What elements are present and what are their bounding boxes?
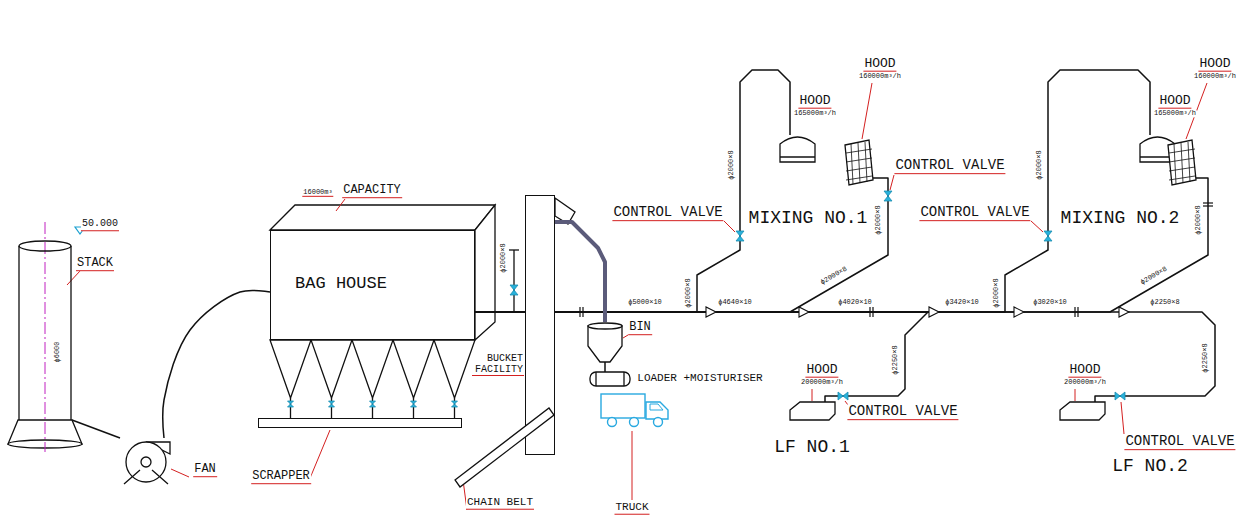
capacity-label: CAPACITY — [342, 184, 402, 198]
flow-rate: 160000m³/h — [858, 73, 902, 80]
equipment-label: BIN — [628, 321, 652, 335]
pipe-size: ϕ2000×8 — [819, 265, 850, 287]
equipment-label: CHAIN BELT — [466, 497, 534, 510]
leader-lines — [67, 83, 1207, 510]
duct-line — [475, 312, 1215, 402]
equipment-name: BAG HOUSE — [294, 275, 388, 293]
elevation: 50.000 — [81, 219, 119, 231]
hood-label: HOOD — [1068, 363, 1101, 378]
center-line — [45, 222, 46, 452]
flow-rate: 165000m³/h — [793, 110, 837, 117]
duct-line — [163, 290, 270, 438]
valve-label: CONTROL VALVE — [919, 205, 1030, 221]
hood-outline — [780, 135, 815, 162]
duct-line — [604, 362, 606, 372]
stack: STACK — [18, 240, 72, 420]
hood: HOOD200000m³/h — [790, 402, 835, 420]
hood: HOOD160000m³/h — [845, 140, 873, 185]
area-title: LF NO.1 — [773, 438, 851, 457]
fan-label: FAN — [193, 463, 217, 477]
flanges — [580, 203, 1213, 317]
duct-line — [555, 222, 605, 322]
flow-rate: 160000m³/h — [1193, 73, 1237, 80]
area-title: LF NO.2 — [1111, 457, 1189, 476]
valve-label: CONTROL VALVE — [847, 404, 958, 420]
area-title: MIXING NO.2 — [1060, 209, 1181, 228]
pipe-size: ϕ2000×8 — [685, 277, 692, 308]
hood-outline — [1060, 402, 1105, 420]
equipment-label: TRUCK — [614, 502, 649, 515]
hood-outline — [1168, 140, 1196, 185]
stack-outline — [18, 240, 72, 420]
valve-label: CONTROL VALVE — [612, 205, 723, 221]
hopper — [270, 340, 311, 398]
pipe-size: ϕ2250×8 — [1202, 342, 1209, 373]
hood-outline — [790, 402, 835, 420]
hood-label: HOOD — [1198, 57, 1231, 72]
hopper — [352, 340, 393, 398]
flow-rate: 200000m³/h — [1063, 379, 1107, 386]
pipe-size: ϕ5000×10 — [627, 299, 663, 306]
duct-line — [475, 70, 790, 312]
duct-line — [475, 178, 1208, 312]
chain-belt: CHAIN BELT — [450, 405, 555, 488]
reducers — [706, 307, 1129, 317]
pipe-size: ϕ2250×8 — [1149, 299, 1180, 306]
pipe-size: ϕ2000×8 — [875, 204, 882, 235]
truck-outline — [600, 392, 670, 428]
hood-label: HOOD — [863, 57, 896, 72]
duct-line — [72, 420, 120, 438]
hood-label: HOOD — [805, 363, 838, 378]
pipe-size: ϕ3420×10 — [944, 299, 980, 306]
bag-house: BAG HOUSE — [270, 230, 475, 340]
bin-outline — [588, 322, 622, 362]
equipment-label: SCRAPPER — [251, 470, 311, 484]
hood: HOOD165000m³/h — [780, 135, 815, 162]
flow-rate: 200000m³/h — [800, 379, 844, 386]
hopper — [393, 340, 434, 398]
pipe-size: ϕ2000×8 — [1195, 204, 1202, 235]
fan: FAN — [120, 438, 172, 486]
pipe-size: ϕ6000 — [54, 340, 61, 363]
hopper — [434, 340, 475, 398]
pipe-size: ϕ2000×8 — [993, 277, 1000, 308]
valve-label: CONTROL VALVE — [894, 158, 1005, 174]
hood-label: HOOD — [1158, 94, 1191, 109]
hood-outline — [845, 140, 873, 185]
pipe-size: ϕ3020×10 — [1032, 299, 1068, 306]
chain-belt-outline — [450, 405, 555, 488]
fan-outline — [120, 438, 172, 486]
pipe-size: ϕ2000×8 — [728, 149, 735, 180]
pipe-size: ϕ4020×10 — [837, 299, 873, 306]
pipe-size: ϕ2000×8 — [500, 242, 507, 273]
pipe-size: ϕ2000×8 — [1139, 265, 1170, 287]
pipe-size: ϕ2000×8 — [1036, 149, 1043, 180]
loader: LOADER +MOISTURISER — [590, 372, 630, 386]
bag-house-roof — [270, 205, 495, 230]
equipment-label: LOADER +MOISTURISER — [636, 373, 763, 385]
bag-house-side — [475, 205, 495, 340]
capacity-value: 16000m³ — [302, 189, 333, 197]
pipe-size: ϕ4640×10 — [717, 299, 753, 306]
area-title: MIXING NO.1 — [748, 209, 869, 228]
hood-label: HOOD — [798, 94, 831, 109]
hopper — [311, 340, 352, 398]
flow-rate: 165000m³/h — [1153, 110, 1197, 117]
truck: TRUCK — [600, 392, 670, 428]
duct-line — [475, 70, 1150, 312]
hood: HOOD200000m³/h — [1060, 402, 1105, 420]
valve-label: CONTROL VALVE — [1124, 434, 1235, 450]
hood: HOOD160000m³/h — [1168, 140, 1196, 185]
bin: BIN — [588, 322, 622, 362]
pipe-size: ϕ2250×8 — [892, 344, 899, 375]
stack-label: STACK — [76, 257, 114, 271]
scraper-conveyor: SCRAPPER — [258, 418, 462, 428]
equipment-label: BUCKET FACILITY — [472, 354, 524, 376]
loader-outline — [590, 372, 630, 386]
